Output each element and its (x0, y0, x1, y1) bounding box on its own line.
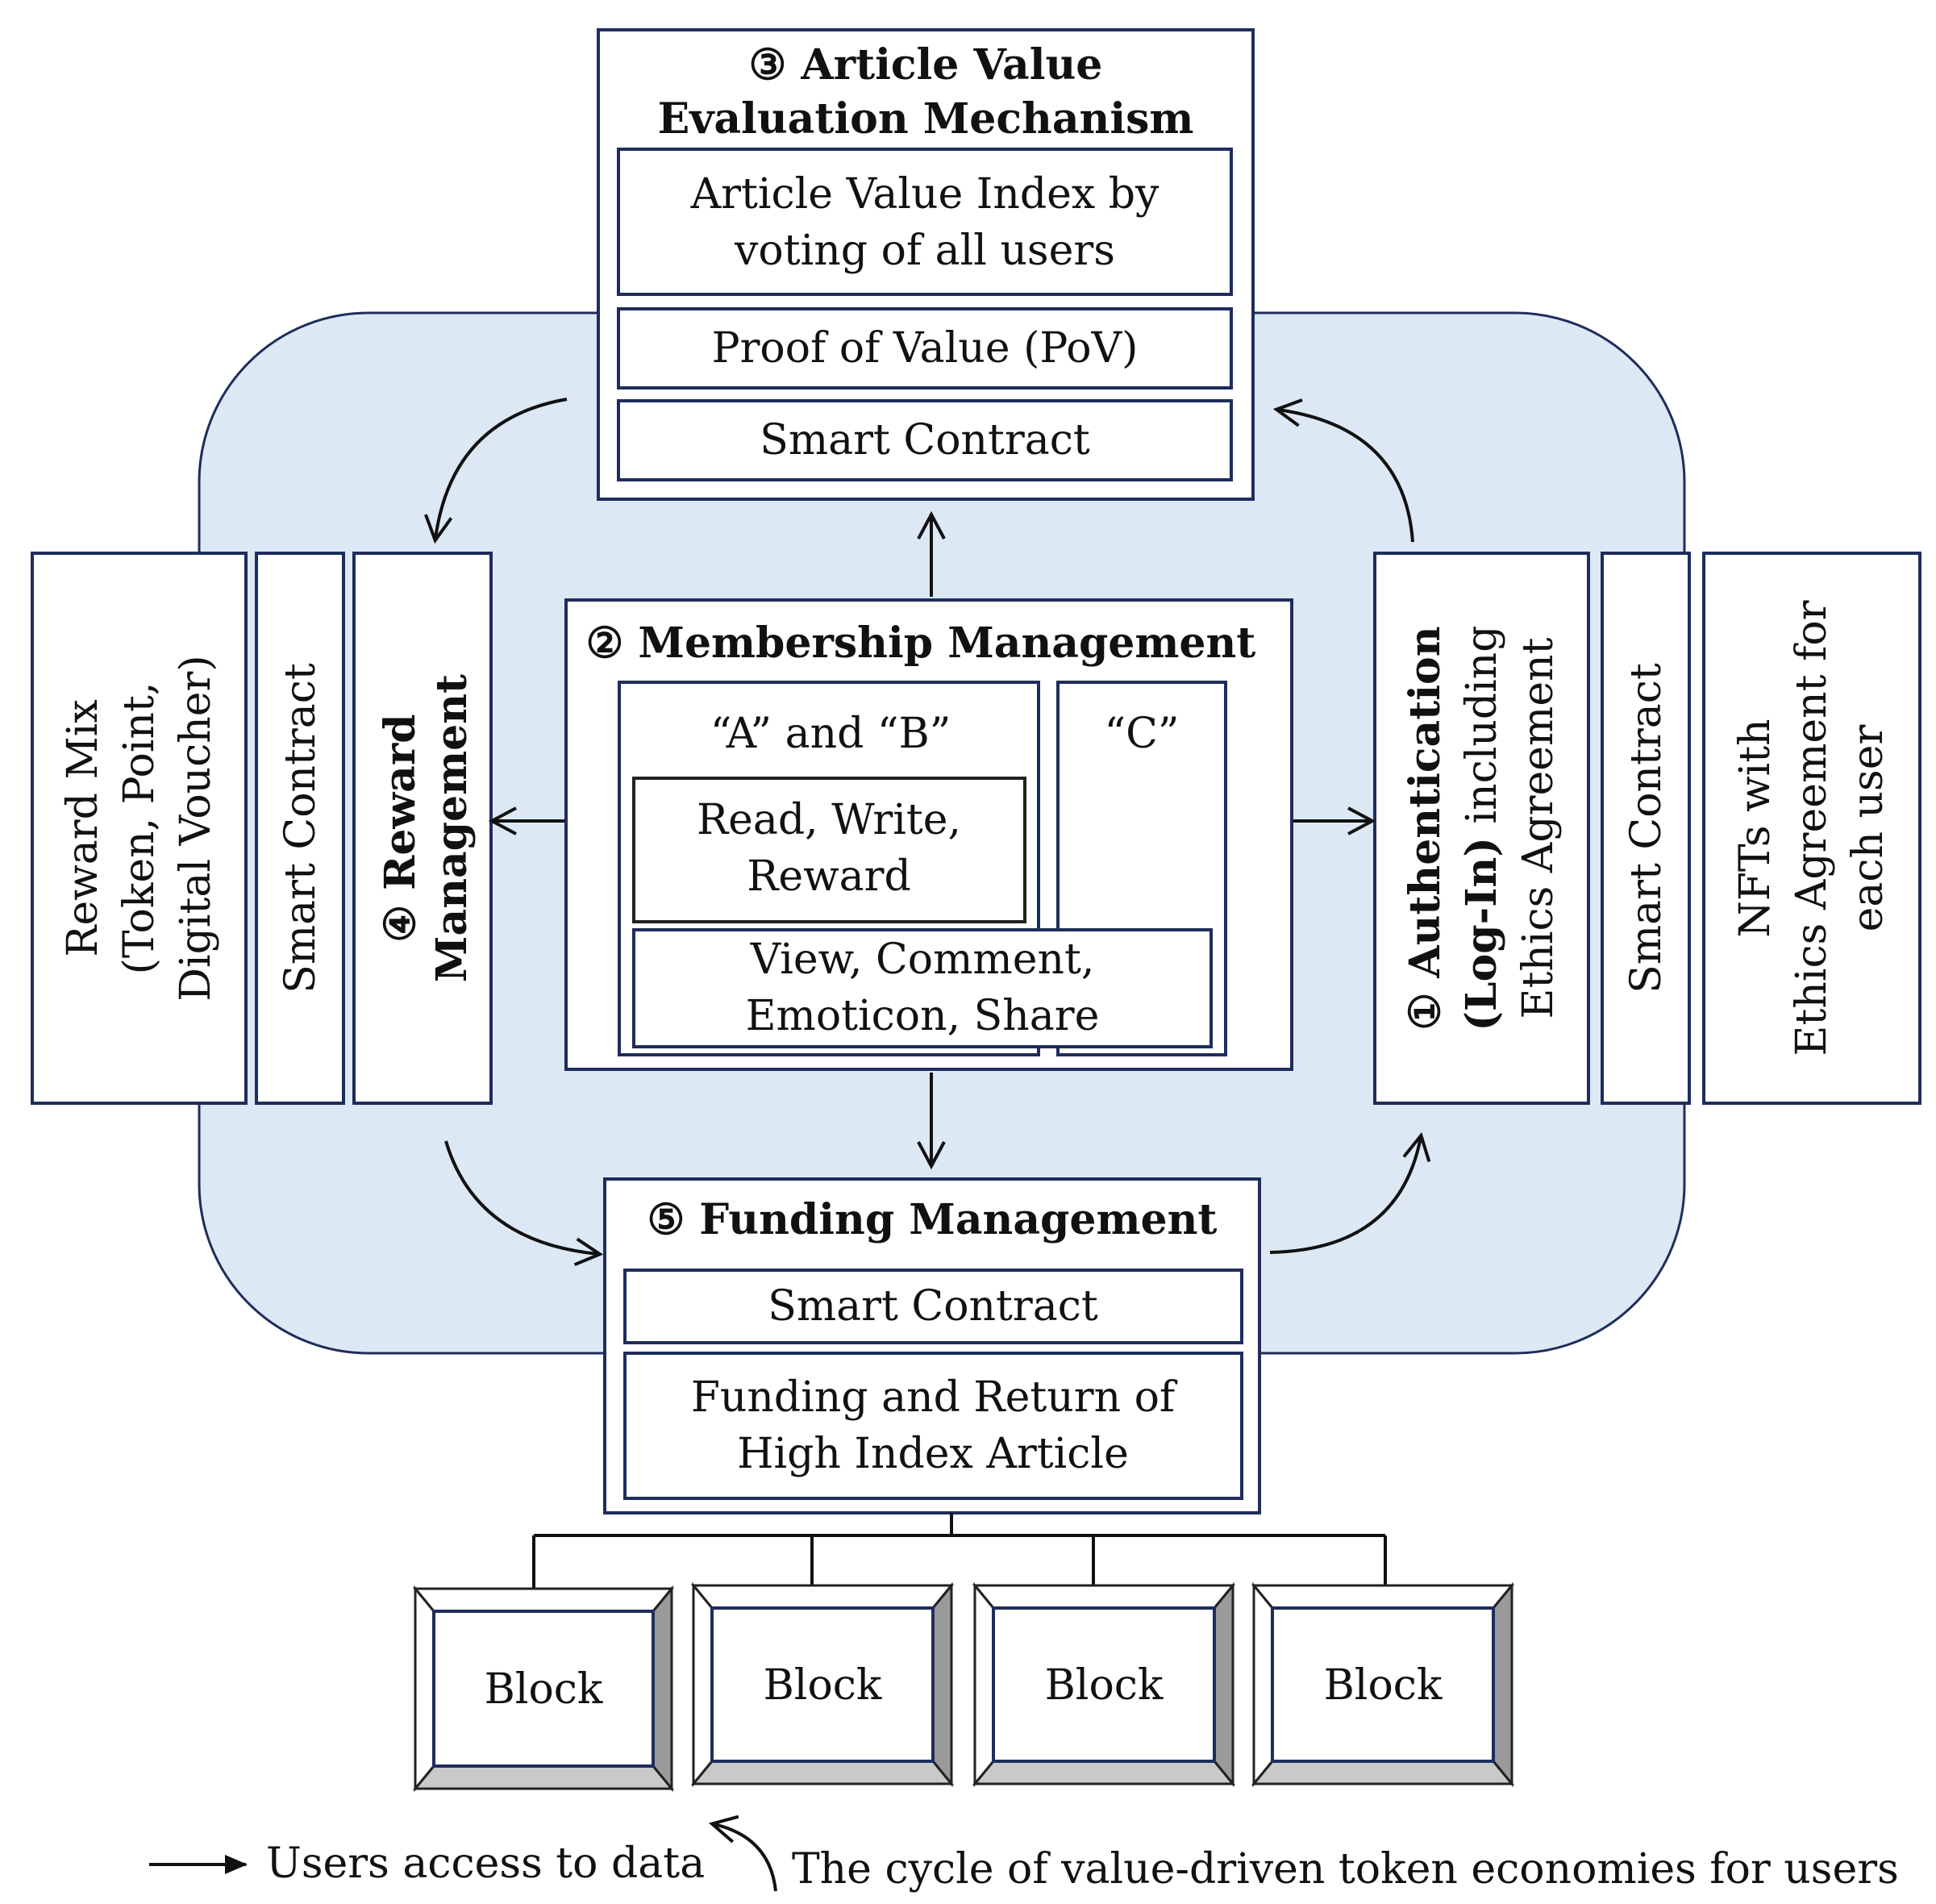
article-smart-contract-box (617, 399, 1233, 481)
reward-column: Reward Mix (Token, Point, Digital Vouche… (31, 552, 493, 1105)
view-comment-box (632, 928, 1213, 1048)
block-4-label: Block (1324, 1661, 1443, 1710)
pov-box (617, 307, 1233, 390)
legend-curved-label: The cycle of value-driven token economie… (792, 1845, 1899, 1894)
step-number-1: ① (1401, 993, 1450, 1031)
rwr-line2: Reward (747, 852, 911, 901)
group-ab-label: “A” and “B” (710, 710, 951, 758)
step-number-3: ③ (749, 40, 787, 90)
authentication-box (1373, 552, 1590, 1105)
article-smart-contract-label: Smart Contract (760, 416, 1090, 465)
funding-desc-box (623, 1352, 1243, 1500)
reward-mix-box (31, 552, 248, 1105)
funding-smart-contract-box (623, 1269, 1243, 1344)
article-value-index-box (617, 148, 1233, 296)
block-connectors (532, 1513, 1387, 1589)
step-number-4: ④ (376, 905, 425, 943)
article-value-module: ③ Article Value Evaluation Mechanism Art… (597, 28, 1255, 501)
reward-title-line1: ④ Reward (376, 714, 425, 942)
funding-desc-line2: High Index Article (737, 1430, 1129, 1478)
article-value-index-line2: voting of all users (734, 227, 1115, 275)
cycle-arrow-article-to-reward (424, 398, 568, 544)
reward-title-line2: Management (427, 674, 477, 982)
block-1: Block (412, 1585, 675, 1793)
reward-mix-line3: Digital Voucher) (172, 655, 220, 1001)
funding-module: ⑤ Funding Management Smart Contract Fund… (603, 1177, 1261, 1514)
block-3-label: Block (1045, 1661, 1164, 1710)
funding-desc-line1: Funding and Return of (691, 1373, 1178, 1422)
auth-title-line1: ① Authentication (1401, 627, 1450, 1031)
funding-smart-contract-label: Smart Contract (768, 1282, 1098, 1331)
funding-title-text: Funding Management (699, 1195, 1217, 1244)
legend: Users access to data The cycle of value-… (149, 1814, 1899, 1894)
nft-line1: NFTs with (1731, 719, 1780, 937)
step-number-2: ② (586, 619, 624, 668)
reward-management-box (352, 552, 493, 1105)
vces-line1: View, Comment, (750, 935, 1095, 984)
block-2-label: Block (764, 1661, 882, 1710)
block-2: Block (690, 1581, 955, 1788)
cycle-arrow-reward-to-funding (444, 1140, 604, 1267)
nft-line2: Ethics Agreement for (1788, 600, 1836, 1056)
membership-title: ② Membership Management (586, 619, 1256, 668)
article-value-title-line1: ③ Article Value (749, 40, 1103, 90)
read-write-reward-box (632, 777, 1026, 923)
pov-label: Proof of Value (PoV) (712, 324, 1139, 373)
reward-smart-contract-box (255, 552, 345, 1105)
reward-mix-line2: (Token, Point, (115, 682, 164, 975)
cycle-arrow-funding-to-auth (1269, 1131, 1431, 1254)
reward-mix-line1: Reward Mix (59, 699, 107, 956)
reward-title-text: Reward (376, 714, 425, 890)
legend-curved-arrow (708, 1814, 777, 1892)
article-value-title-text: Article Value (800, 40, 1102, 90)
article-value-title-line2: Evaluation Mechanism (658, 94, 1194, 144)
auth-including-text: including (1458, 625, 1506, 823)
group-c-label: “C” (1105, 710, 1180, 758)
membership-title-text: Membership Management (638, 619, 1255, 668)
step-number-5: ⑤ (647, 1195, 685, 1244)
block-4: Block (1251, 1581, 1515, 1788)
membership-module: ② Membership Management “A” and “B” “C” … (564, 598, 1293, 1071)
authentication-column: ① Authentication (Log-In) including Ethi… (1373, 552, 1921, 1105)
nft-box (1702, 552, 1921, 1105)
auth-title-line2: (Log-In) including (1457, 625, 1506, 1031)
reward-smart-contract-label: Smart Contract (277, 663, 325, 994)
article-value-index-line1: Article Value Index by (690, 170, 1160, 219)
auth-smart-contract-box (1601, 552, 1691, 1105)
block-1-label: Block (485, 1665, 603, 1714)
cycle-arrow-auth-to-article (1272, 398, 1414, 543)
nft-line3: each user (1844, 725, 1892, 932)
vces-line2: Emoticon, Share (746, 992, 1100, 1040)
auth-title-bold: Authentication (1401, 627, 1450, 979)
auth-smart-contract-label: Smart Contract (1622, 663, 1671, 994)
auth-title-line3: Ethics Agreement (1514, 637, 1563, 1019)
block-3: Block (972, 1581, 1236, 1788)
funding-title: ⑤ Funding Management (647, 1195, 1218, 1244)
auth-login-text: (Log-In) (1457, 837, 1506, 1031)
rwr-line1: Read, Write, (697, 796, 961, 844)
legend-straight-label: Users access to data (266, 1839, 705, 1888)
